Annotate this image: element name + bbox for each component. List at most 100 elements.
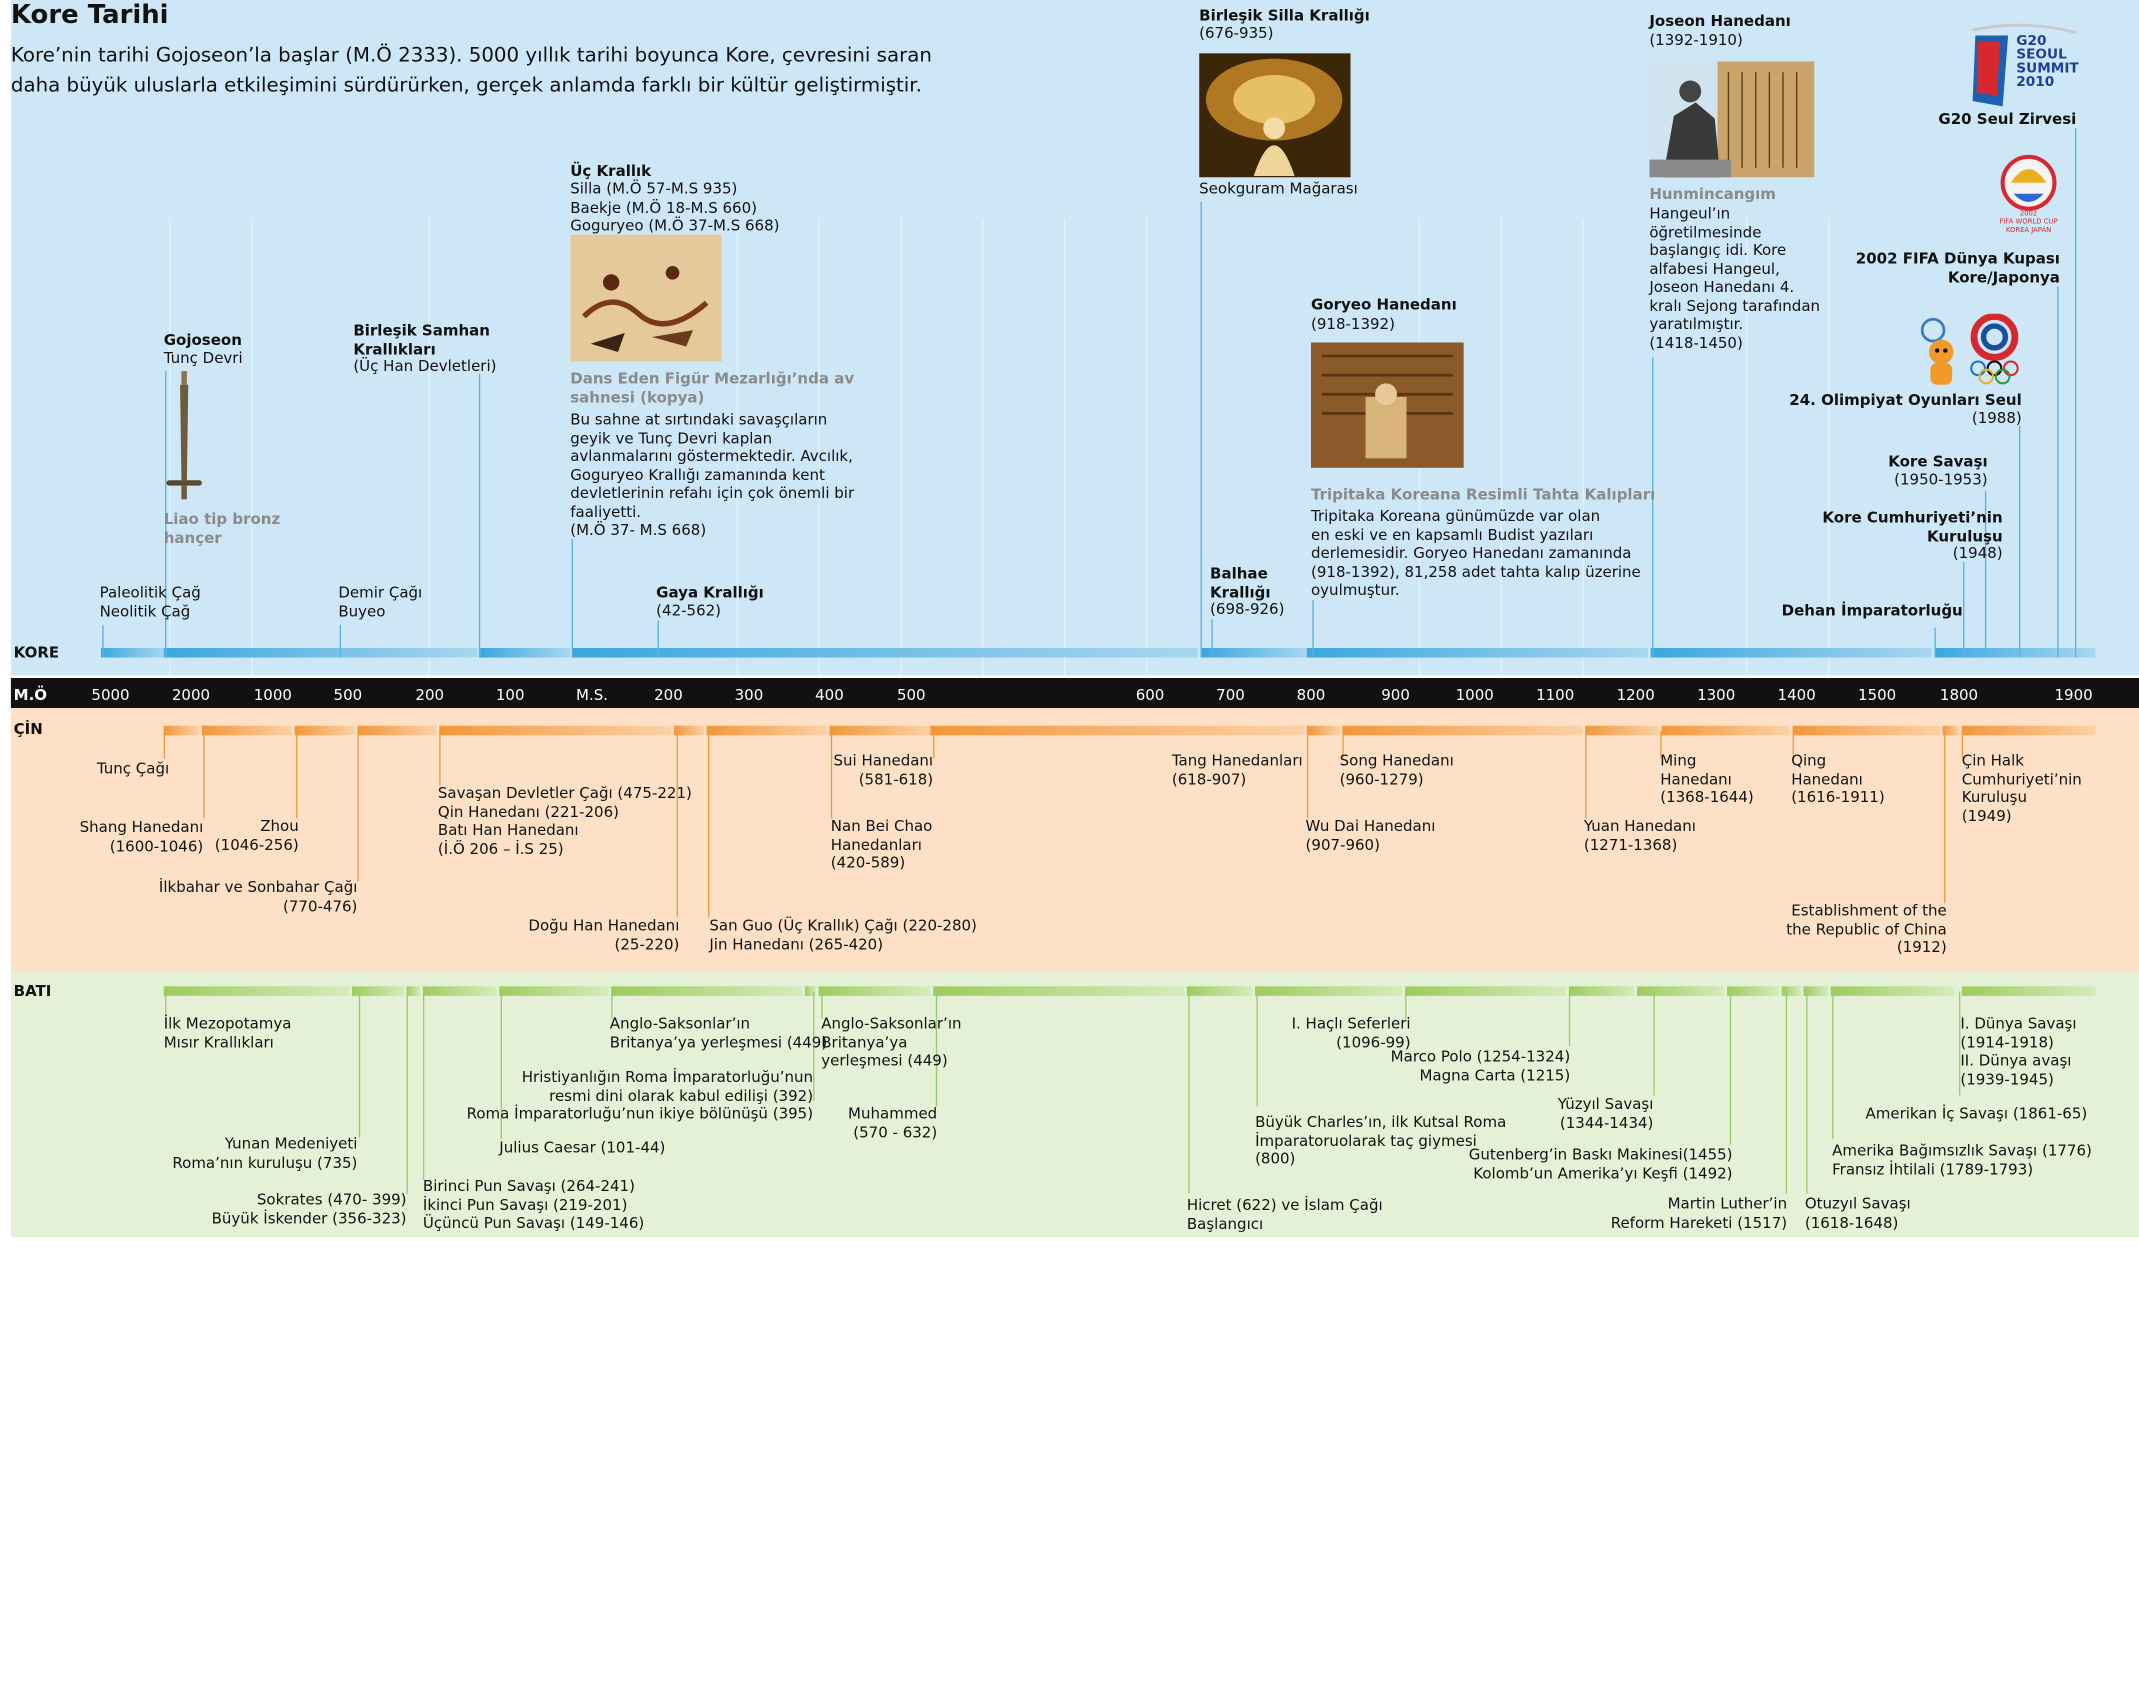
cin-connector — [676, 731, 679, 917]
uc-krallik-subtitle: Silla (M.Ö 57-M.S 935) Baekje (M.Ö 18-M.… — [570, 180, 780, 235]
seokguram-image — [1199, 53, 1351, 178]
kore-connector — [1652, 357, 1654, 658]
bati-connector — [1785, 991, 1788, 1194]
kore-connector — [1200, 201, 1202, 658]
g20-logo-image: G20 SEOUL SUMMIT 2010 — [1970, 19, 2079, 109]
tang-label: Tang Hanedanları (618-907) — [1171, 751, 1303, 788]
bati-connector — [1188, 991, 1190, 1194]
bati-segment — [1568, 986, 1635, 996]
tripitaka-text: Tripitaka Koreana günümüzde var olan en … — [1310, 507, 1641, 599]
kore-segment — [1200, 647, 1307, 658]
war-title: Kore Savaşı — [1888, 452, 1988, 471]
g20-logo-text: G20 SEOUL SUMMIT 2010 — [2016, 34, 2079, 91]
axis-tick: 500 — [896, 686, 926, 704]
grid-line — [169, 218, 171, 676]
cin-segment — [357, 725, 437, 736]
bati-connector — [1653, 991, 1655, 1096]
cin-connector — [439, 731, 441, 786]
sui-label: Sui Hanedanı (581-618) — [833, 751, 934, 788]
dans-caption: Dans Eden Figür Mezarlığı’nda av sahnesi… — [570, 369, 855, 406]
yunan-label: Yunan Medeniyeti Roma’nın kuruluşu (735) — [172, 1135, 358, 1172]
intro-line-1: Kore’nin tarihi Gojoseon’la başlar (M.Ö … — [10, 45, 932, 67]
sokrates-label: Sokrates (470- 399) Büyük İskender (356-… — [211, 1190, 407, 1228]
bati-segment — [818, 986, 931, 996]
kore-connector — [165, 371, 167, 658]
cin-segment — [673, 725, 704, 736]
hunmincangim-caption: Hunmincangım — [1649, 185, 1776, 204]
kore-segment — [572, 647, 1198, 658]
mezopotamya-label: İlk Mezopotamya Mısır Krallıkları — [163, 1014, 292, 1052]
kore-connector — [102, 624, 104, 658]
cin-connector — [1660, 731, 1662, 759]
dans-text: Bu sahne at sırtındaki savaşçıların geyi… — [570, 410, 855, 539]
goryeo-subtitle: (918-1392) — [1310, 315, 1395, 333]
grid-line — [818, 218, 820, 676]
cin-connector — [1306, 731, 1309, 819]
samhan-title: Birleşik Samhan Krallıkları — [353, 321, 490, 359]
savasan-label: Savaşan Devletler Çağı (475-221) Qin Han… — [437, 784, 692, 858]
kore-segment — [480, 647, 571, 658]
row-label-bati: BATI — [13, 982, 52, 1000]
charles-label: Büyük Charles’ın, ilk Kutsal Roma İmpara… — [1255, 1113, 1507, 1168]
kore-connector — [339, 624, 342, 658]
bati-segment — [163, 986, 350, 996]
bati-connector — [500, 991, 503, 1140]
seokguram-caption: Seokguram Mağarası — [1199, 180, 1358, 198]
gojoseon-subtitle: Tunç Devri — [163, 349, 243, 367]
cin-segment — [706, 725, 827, 736]
hunmincangim-text: Hangeul’ın öğretilmesinde başlangıç idi.… — [1649, 204, 1821, 352]
bati-segment — [1830, 986, 1954, 996]
axis-tick: 1200 — [1616, 686, 1655, 704]
qing-label: Qing Hanedanı (1616-1911) — [1791, 751, 1885, 807]
hristiyanlik-label: Hristiyanlığın Roma İmparatorluğu’nun re… — [466, 1068, 814, 1123]
bati-connector — [358, 991, 361, 1138]
grid-line — [428, 218, 430, 676]
silla-subtitle: (676-935) — [1199, 24, 1274, 43]
bati-connector — [1958, 991, 1961, 1096]
bati-segment — [1961, 986, 2096, 996]
sanguo-label: San Guo (Üç Krallık) Çağı (220-280) Jin … — [709, 916, 977, 953]
cin-connector — [296, 731, 298, 819]
yuan-label: Yuan Hanedanı (1271-1368) — [1583, 817, 1696, 854]
grid-line — [1828, 218, 1830, 676]
axis-tick: 1500 — [1858, 686, 1897, 704]
axis-tick: 800 — [1296, 686, 1326, 704]
bati-connector — [1568, 991, 1571, 1047]
bati-connector — [165, 991, 167, 1020]
zhou-label: Zhou (1046-256) — [214, 817, 299, 854]
axis-tick: 300 — [734, 686, 764, 704]
grid-line — [1145, 218, 1148, 676]
kore-connector — [1984, 491, 1987, 658]
axis-tick: M.S. — [576, 686, 609, 704]
bati-segment — [1803, 986, 1829, 996]
axis-tick: 900 — [1381, 686, 1410, 704]
grid-line — [1500, 218, 1502, 676]
bati-segment — [1781, 986, 1801, 996]
page-title: Kore Tarihi — [10, 0, 169, 31]
luther-label: Martin Luther’in Reform Hareketi (1517) — [1610, 1195, 1788, 1232]
kore-segment — [100, 647, 164, 658]
bati-connector — [935, 991, 938, 1107]
cin-segment — [1961, 725, 2096, 736]
balhae-title: Balhae Krallığı — [1210, 564, 1271, 601]
row-label-kore: KORE — [13, 643, 60, 662]
demir-label: Demir Çağı Buyeo — [338, 583, 423, 621]
cin-connector — [163, 731, 166, 759]
gaya-title: Gaya Krallığı — [656, 583, 764, 602]
kore-connector — [1934, 627, 1936, 658]
anglo-saxon-label-1: Anglo-Saksonlar’ın Britanya’ya yerleşmes… — [609, 1014, 828, 1052]
dehan-label: Dehan İmparatorluğu — [1781, 601, 1963, 620]
anglo-saxon-label-2: Anglo-Saksonlar’ın Britanya’ya yerleşmes… — [821, 1014, 962, 1070]
bati-segment — [422, 986, 497, 996]
bati-segment — [1255, 986, 1403, 996]
bronze-dagger-image — [161, 368, 207, 504]
cin-segment — [201, 725, 292, 736]
cin-connector — [830, 731, 833, 819]
hicret-label: Hicret (622) ve İslam Çağı Başlangıcı — [1186, 1196, 1383, 1233]
pun-wars-label: Birinci Pun Savaşı (264-241) İkinci Pun … — [422, 1177, 645, 1232]
grid-line — [1064, 218, 1066, 676]
bati-connector — [1256, 991, 1258, 1107]
kore-connector — [478, 373, 481, 658]
grid-line — [1746, 218, 1748, 676]
axis-tick: 1000 — [253, 686, 292, 704]
